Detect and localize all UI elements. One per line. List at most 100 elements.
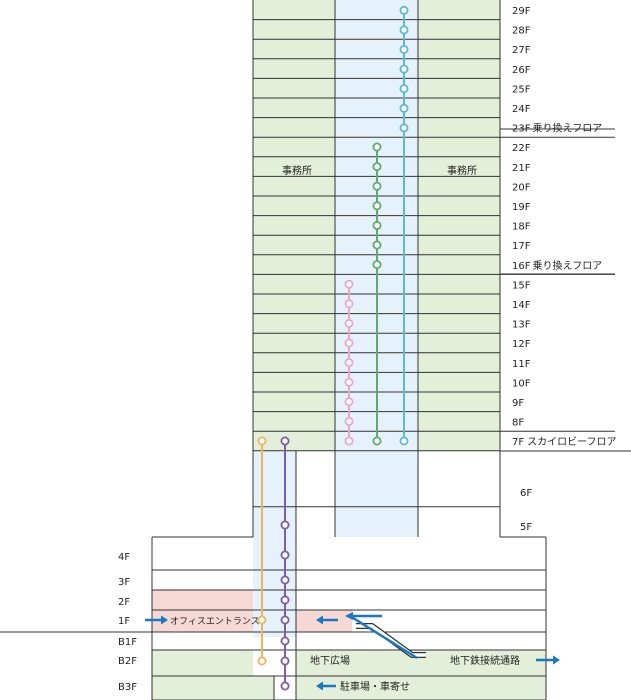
high-rise-elevator-stop [399,45,409,55]
tower-right-wing [418,0,500,451]
skylobby-label: スカイロビーフロア [527,436,616,448]
escalator-route-arrow-head [345,612,353,620]
high-rise-elevator-stop [399,84,409,94]
mid-rise-elevator-stop [372,201,382,211]
floor-label: 21F [512,163,531,174]
base-floor-label: B1F [118,637,137,648]
floor-label: 8F [512,418,524,429]
mid-rise-elevator-stop [372,142,382,152]
floor-label: 29F [512,6,531,17]
office-label-right: 事務所 [447,164,477,177]
high-rise-elevator-stop [399,103,409,113]
low-rise-elevator-stop [344,397,354,407]
subway-connection-label: 地下鉄接続通路 [450,654,520,667]
floor-label: 10F [512,378,531,389]
low-rise-elevator-stop [344,436,354,446]
floor-label: 28F [512,26,531,37]
shuttle-elevator-purple-stop [280,575,290,585]
arrow-from-parking-head [316,681,323,691]
floor-label: 19F [512,202,531,213]
floor-label-5f: 5F [520,522,532,533]
underground-plaza-label: 地下広場 [310,654,350,667]
mid-rise-elevator-stop [372,436,382,446]
low-rise-elevator-stop [344,338,354,348]
low-rise-elevator-stop [344,416,354,426]
shuttle-elevator-purple [280,436,290,691]
floor-label: 11F [512,359,531,370]
shuttle-elevator-orange-stop [257,615,267,625]
shuttle-elevator-purple-stop [280,681,290,691]
base-floor-label: 4F [118,552,130,563]
high-rise-elevator-stop [399,436,409,446]
arrow-to-office-entrance-head [161,615,168,625]
office-entrance-label: オフィスエントランス [170,616,260,627]
floor-label: 25F [512,84,531,95]
mid-rise-elevator [372,142,382,446]
base-floor-label: 2F [118,597,130,608]
transfer-floor-label: 乗り換えフロア [532,260,602,272]
shuttle-elevator-orange-stop [257,436,267,446]
high-rise-elevator-stop [399,25,409,35]
low-rise-elevator-stop [344,377,354,387]
floor-label: 27F [512,45,531,56]
mid-rise-elevator-stop [372,260,382,270]
high-rise-elevator-stop [399,123,409,133]
arrow-to-subway-head [553,655,560,665]
shuttle-elevator-purple-stop [280,550,290,560]
base-floor-label: B2F [118,656,137,667]
tower-left-wing [253,0,335,451]
b3-left-area [152,676,274,700]
floor-label: 17F [512,241,531,252]
shuttle-shaft [253,450,296,637]
shuttle-elevator-purple-stop [280,520,290,530]
shuttle-elevator-purple-stop [280,436,290,446]
arrow-to-office-entrance [145,615,168,625]
floor-label-6f: 6F [520,488,532,499]
transfer-floor-label: 乗り換えフロア [532,123,602,135]
low-rise-elevator-stop [344,318,354,328]
parking-label: 駐車場・車寄せ [340,680,410,693]
floor-label: 22F [512,143,531,154]
shuttle-elevator-purple-stop [280,656,290,666]
shuttle-elevator-purple-stop [280,636,290,646]
floor-label: 9F [512,398,524,409]
floor-label: 12F [512,339,531,350]
arrow-from-plaza-head [316,615,323,625]
high-rise-elevator [399,5,409,446]
low-rise-elevator-stop [344,358,354,368]
base-floor-label: B3F [118,682,137,693]
b2-left-area [152,650,253,676]
b3-right-area [296,676,546,700]
shuttle-elevator-purple-stop [280,615,290,625]
shuttle-elevator-purple-stop [280,595,290,605]
arrow-to-subway [536,655,560,665]
floor-label: 14F [512,300,531,311]
floor-label: 15F [512,280,531,291]
mid-rise-elevator-stop [372,220,382,230]
arrow-from-parking [316,681,336,691]
arrow-from-plaza [316,615,338,625]
shuttle-elevator-orange [257,436,267,666]
low-rise-elevator-stop [344,299,354,309]
floor-label: 20F [512,182,531,193]
base-floor-label: 1F [118,616,130,627]
high-rise-elevator-stop [399,64,409,74]
floor-label: 18F [512,222,531,233]
mid-rise-elevator-stop [372,240,382,250]
floor-label: 13F [512,320,531,331]
floor-label: 24F [512,104,531,115]
high-rise-elevator-stop [399,5,409,15]
base-floor-label: 3F [118,577,130,588]
mid-rise-elevator-stop [372,181,382,191]
low-rise-elevator-stop [344,279,354,289]
mid-rise-elevator-stop [372,162,382,172]
floor-label: 26F [512,65,531,76]
low-rise-elevator [344,279,354,446]
office-entrance-hall [152,590,253,632]
shuttle-elevator-orange-stop [257,656,267,666]
office-label-left: 事務所 [282,164,312,177]
